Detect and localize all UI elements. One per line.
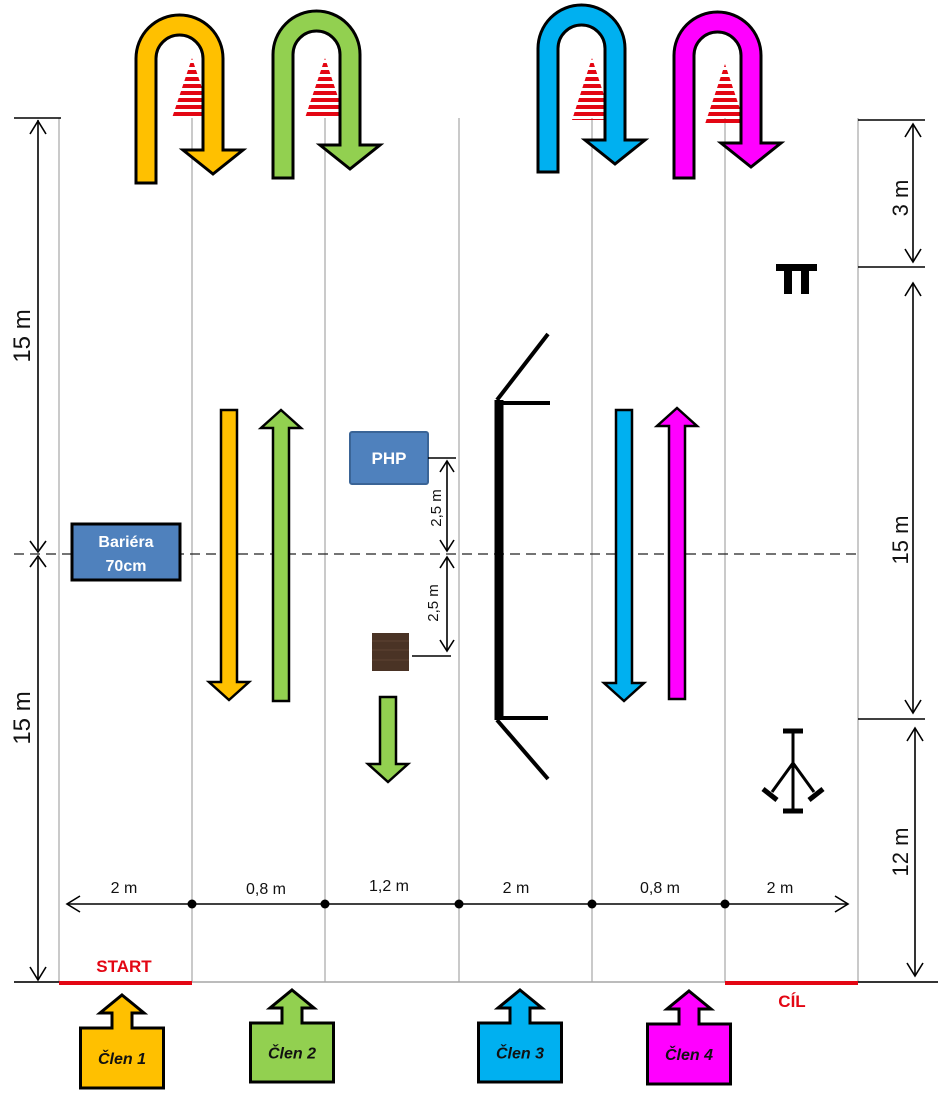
start-label: START [96,957,152,976]
left-dimension [14,117,61,982]
member-1-label: Člen 1 [98,1049,146,1068]
barrier-label-line1: Bariéra [98,534,153,551]
width-label-6: 2 m [767,880,794,897]
lane-arrow-member4-up [653,406,701,701]
member-2-arrow-box-icon [249,988,335,1084]
php-obstacle: PHP [349,431,429,485]
lane-arrow-member2-down [364,695,412,784]
u-turn-arrow-member1 [134,13,248,185]
left-top-dimension-label: 15 m [9,309,36,362]
lane-arrows [205,406,701,784]
width-label-5: 0,8 m [640,880,680,897]
member-4-label: Člen 4 [665,1045,713,1064]
right-dimension [858,119,925,978]
finish-label: CÍL [778,992,805,1011]
tripod-icon [761,728,825,814]
cone-icon-2 [305,58,345,118]
member-4-badge: Člen 4 [646,989,732,1086]
lane-arrow-member1-down [205,408,253,702]
u-turn-arrow-member3 [536,3,650,174]
member-1-arrow-box-icon [79,993,165,1090]
team-members: Člen 1 Člen 2 Člen 3 Člen 4 [79,988,732,1090]
u-turn-arrow-member2 [271,9,385,180]
width-dimension-dots [187,899,730,909]
cone-icon-3 [572,58,612,120]
right-bottom-dimension-label: 12 m [888,828,913,877]
lane-lines [58,118,859,982]
left-bottom-dimension-label: 15 m [9,691,36,744]
wall-obstacle-icon [494,332,550,781]
u-turn-arrow-member4 [672,10,786,180]
width-label-2: 0,8 m [246,881,286,898]
member-3-arrow-box-icon [477,988,563,1084]
width-label-4: 2 m [503,880,530,897]
lane-arrow-member2-up [257,408,305,703]
php-block-dimension [412,457,456,657]
right-top-dimension-label: 3 m [888,180,913,217]
barrier-obstacle: Bariéra 70cm [70,522,182,582]
barrier-label-line2: 70cm [106,558,147,575]
width-label-1: 2 m [111,880,138,897]
wood-block-icon [372,633,409,671]
php-dimension-label: 2,5 m [428,489,445,527]
width-label-3: 1,2 m [369,878,409,895]
right-middle-dimension-label: 15 m [888,516,913,565]
member-3-label: Člen 3 [496,1044,544,1063]
member-1-badge: Člen 1 [79,993,165,1090]
lane-arrow-member3-down [600,408,648,703]
member-2-label: Člen 2 [268,1044,316,1063]
member-2-badge: Člen 2 [249,988,335,1084]
php-label: PHP [372,449,407,468]
member-4-arrow-box-icon [646,989,732,1086]
member-3-badge: Člen 3 [477,988,563,1084]
cone-icon-4 [705,64,745,124]
pi-hurdle-icon [776,264,817,294]
block-dimension-label: 2,5 m [425,584,442,622]
u-turn-arrows [134,3,786,185]
